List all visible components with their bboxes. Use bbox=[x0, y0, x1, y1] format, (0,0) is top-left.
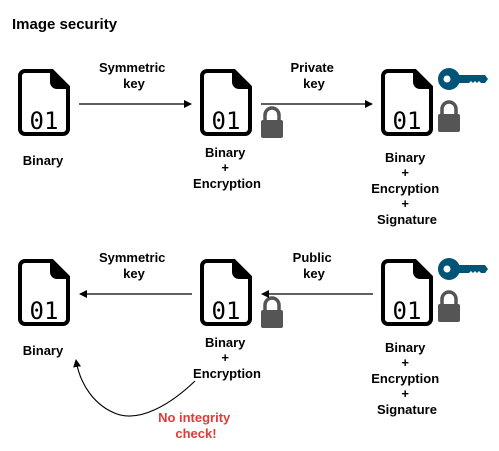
node-label-binary-encryption-signature: Binary + Encryption + Signature bbox=[371, 340, 443, 417]
lock-icon bbox=[261, 296, 283, 328]
lock-icon bbox=[438, 100, 460, 132]
edge-label-public-key: Public key bbox=[293, 250, 336, 281]
lock-icon bbox=[438, 290, 460, 322]
key-icon bbox=[438, 68, 488, 90]
edge-label-private-key: Private key bbox=[291, 60, 338, 91]
binary-file-icon: 01 bbox=[200, 259, 252, 326]
node-label-binary-encryption: Binary + Encryption bbox=[193, 335, 261, 381]
edge-label-symmetric-key: Symmetric key bbox=[99, 60, 169, 91]
node-label-binary-encryption: Binary + Encryption bbox=[193, 145, 261, 191]
binary-file-icon: 01 bbox=[381, 259, 433, 326]
file-glyph: 01 bbox=[393, 107, 422, 135]
file-glyph: 01 bbox=[212, 297, 241, 325]
curved-arrow-no-integrity bbox=[73, 359, 196, 417]
binary-file-icon: 01 bbox=[381, 69, 433, 136]
binary-file-icon: 01 bbox=[18, 259, 70, 326]
file-glyph: 01 bbox=[30, 297, 59, 325]
file-glyph: 01 bbox=[30, 107, 59, 135]
warning-no-integrity-check: No integrity check! bbox=[158, 410, 234, 441]
edge-label-symmetric-key: Symmetric key bbox=[99, 250, 169, 281]
key-icon bbox=[438, 258, 488, 280]
diagram-title: Image security bbox=[12, 16, 118, 33]
node-label-binary-encryption-signature: Binary + Encryption + Signature bbox=[371, 150, 443, 227]
file-glyph: 01 bbox=[393, 297, 422, 325]
binary-file-icon: 01 bbox=[200, 69, 252, 136]
file-glyph: 01 bbox=[212, 107, 241, 135]
binary-file-icon: 01 bbox=[18, 69, 70, 136]
node-label-binary: Binary bbox=[23, 153, 64, 168]
lock-icon bbox=[261, 106, 283, 138]
node-label-binary: Binary bbox=[23, 343, 64, 358]
